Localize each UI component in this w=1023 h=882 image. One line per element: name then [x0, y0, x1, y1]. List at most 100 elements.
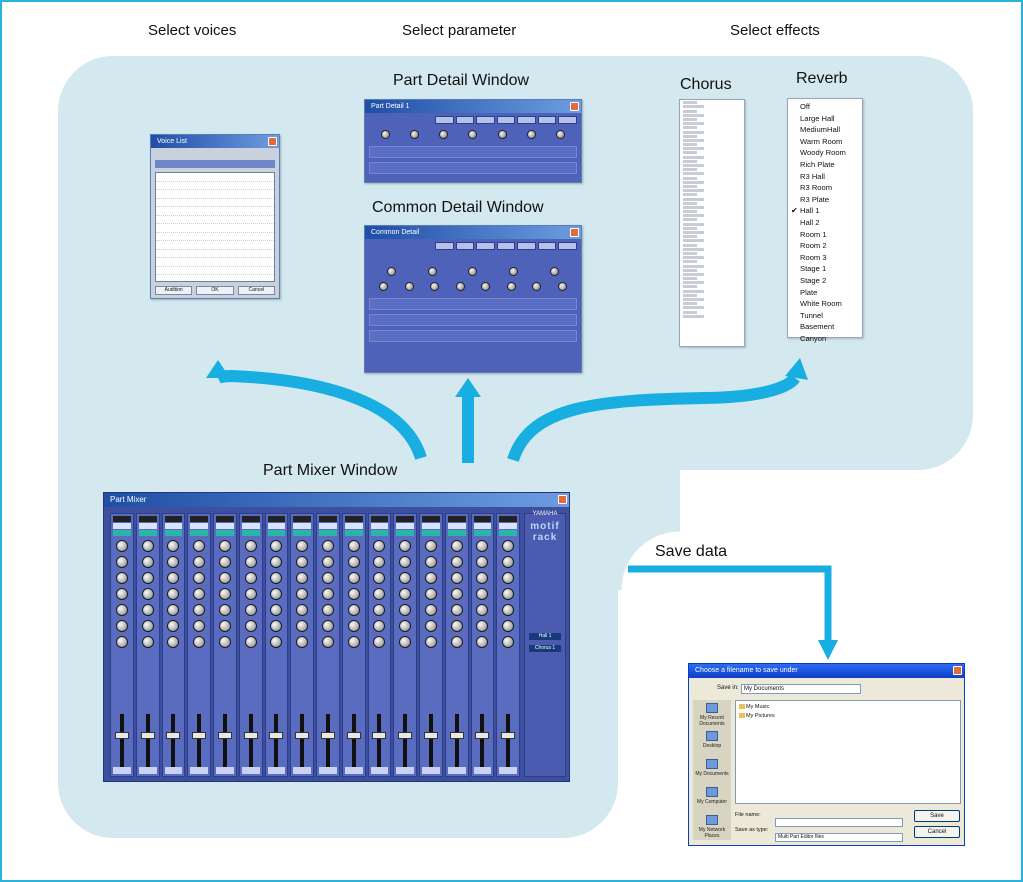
knob-icon[interactable] — [244, 588, 257, 600]
reverb-menu-item[interactable]: Rich Plate — [800, 159, 835, 169]
knob-icon[interactable] — [450, 556, 463, 568]
knob-icon[interactable] — [270, 588, 283, 600]
voice-name[interactable] — [113, 530, 131, 536]
knob-icon[interactable] — [115, 540, 128, 552]
knob-icon[interactable] — [468, 267, 478, 276]
knob-icon[interactable] — [193, 572, 206, 584]
knob-icon[interactable] — [141, 636, 154, 648]
knob-icon[interactable] — [347, 556, 360, 568]
part-label[interactable] — [293, 516, 311, 522]
chorus-menu-item[interactable] — [683, 214, 704, 218]
knob-icon[interactable] — [555, 130, 565, 139]
knob-icon[interactable] — [296, 620, 309, 632]
chorus-menu-item[interactable] — [683, 222, 704, 226]
knob-icon[interactable] — [450, 572, 463, 584]
knob-icon[interactable] — [167, 620, 180, 632]
knob-icon[interactable] — [509, 267, 519, 276]
list-item[interactable] — [156, 224, 274, 233]
knob-icon[interactable] — [468, 130, 478, 139]
knob-icon[interactable] — [526, 130, 536, 139]
reverb-menu-item[interactable]: Large Hall — [800, 113, 835, 123]
output-label[interactable] — [216, 523, 234, 529]
detail-button[interactable] — [164, 767, 183, 774]
knob-icon[interactable] — [347, 604, 360, 616]
tab[interactable] — [517, 116, 536, 124]
reverb-menu-item[interactable]: Basement — [800, 322, 835, 332]
chorus-menu-item[interactable] — [683, 109, 697, 113]
place-recent[interactable]: My Recent Documents — [693, 700, 731, 728]
output-label[interactable] — [473, 523, 492, 529]
file-list[interactable]: My Music My Pictures — [735, 700, 961, 804]
detail-button[interactable] — [241, 767, 260, 774]
voice-name[interactable] — [164, 530, 183, 536]
audition-button[interactable]: Audition — [155, 286, 193, 295]
knob-icon[interactable] — [270, 572, 283, 584]
knob-icon[interactable] — [399, 556, 412, 568]
fader-handle[interactable] — [217, 732, 232, 739]
place-my-computer[interactable]: My Computer — [693, 784, 731, 812]
fader-handle[interactable] — [269, 732, 284, 739]
knob-icon[interactable] — [399, 604, 412, 616]
knob-icon[interactable] — [193, 620, 206, 632]
cancel-button[interactable]: Cancel — [237, 286, 275, 295]
reverb-menu-item[interactable]: Hall 2 — [800, 217, 820, 227]
tab[interactable] — [476, 242, 495, 250]
knob-icon[interactable] — [321, 556, 334, 568]
chorus-menu-item[interactable] — [683, 247, 704, 251]
detail-button[interactable] — [319, 767, 337, 774]
knob-icon[interactable] — [497, 130, 507, 139]
knob-icon[interactable] — [424, 556, 437, 568]
knob-icon[interactable] — [167, 556, 180, 568]
output-label[interactable] — [499, 523, 517, 529]
chorus-menu-item[interactable] — [683, 235, 697, 239]
output-label[interactable] — [241, 523, 260, 529]
knob-icon[interactable] — [321, 636, 334, 648]
knob-icon[interactable] — [296, 556, 309, 568]
chorus-menu-item[interactable] — [683, 231, 704, 234]
knob-icon[interactable] — [424, 620, 437, 632]
reverb-menu-item[interactable]: Off — [800, 102, 810, 111]
fader-handle[interactable] — [501, 732, 516, 739]
knob-icon[interactable] — [381, 130, 391, 139]
chorus-menu-item[interactable] — [683, 289, 704, 293]
reverb-menu-item[interactable]: Tunnel — [800, 310, 823, 320]
knob-icon[interactable] — [373, 556, 386, 568]
knob-icon[interactable] — [296, 636, 309, 648]
knob-icon[interactable] — [424, 604, 437, 616]
part-label[interactable] — [216, 516, 234, 522]
output-label[interactable] — [190, 523, 208, 529]
chorus-menu-item[interactable] — [683, 122, 704, 126]
chorus-menu-item[interactable] — [683, 117, 697, 121]
knob-icon[interactable] — [218, 540, 231, 552]
voice-name[interactable] — [396, 530, 414, 536]
knob-icon[interactable] — [270, 540, 283, 552]
knob-icon[interactable] — [218, 636, 231, 648]
part-label[interactable] — [267, 516, 286, 522]
part-label[interactable] — [113, 516, 131, 522]
knob-icon[interactable] — [373, 572, 386, 584]
knob-icon[interactable] — [399, 620, 412, 632]
knob-icon[interactable] — [502, 556, 515, 568]
detail-button[interactable] — [422, 767, 440, 774]
reverb-menu-item[interactable]: Room 1 — [800, 229, 827, 239]
voice-category-select[interactable] — [155, 160, 275, 168]
knob-icon[interactable] — [379, 282, 389, 291]
chorus-menu-item[interactable] — [683, 281, 704, 285]
tab[interactable] — [537, 242, 557, 250]
knob-icon[interactable] — [321, 572, 334, 584]
list-item[interactable] — [156, 216, 274, 224]
tab[interactable] — [435, 242, 454, 250]
knob-icon[interactable] — [218, 556, 231, 568]
chorus-menu-item[interactable] — [683, 189, 704, 193]
detail-button[interactable] — [499, 767, 517, 774]
knob-icon[interactable] — [244, 572, 257, 584]
output-label[interactable] — [344, 523, 363, 529]
detail-button[interactable] — [344, 767, 363, 774]
knob-icon[interactable] — [424, 636, 437, 648]
ok-button[interactable]: OK — [196, 286, 234, 295]
output-label[interactable] — [370, 523, 389, 529]
part-label[interactable] — [164, 516, 183, 522]
list-item[interactable] — [156, 173, 274, 182]
chorus-menu-item[interactable] — [683, 256, 704, 260]
detail-button[interactable] — [267, 767, 286, 774]
